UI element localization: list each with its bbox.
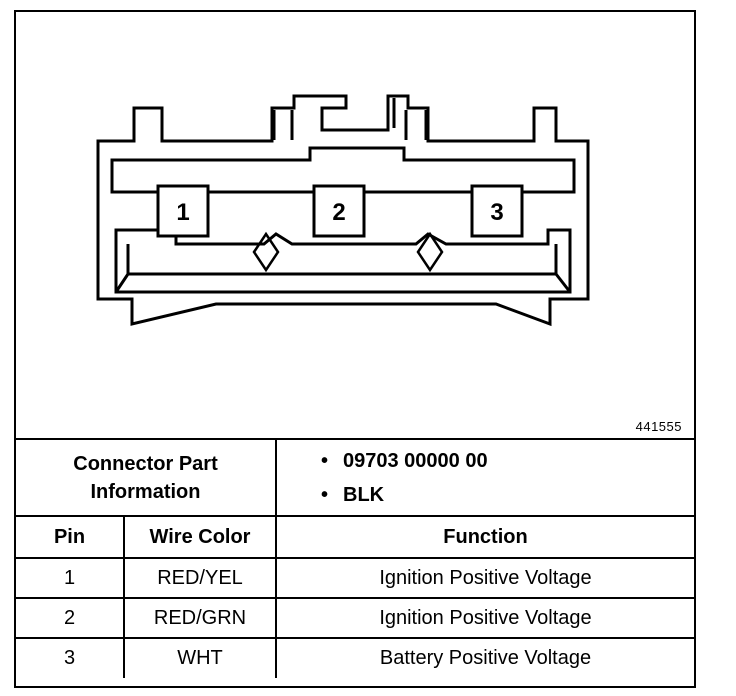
part-info-label-line2: Information — [90, 480, 201, 503]
row-2-pin: 2 — [16, 597, 125, 639]
pin-2-box — [312, 184, 366, 238]
connector-body-outline — [96, 94, 590, 327]
connector-info-table: Connector Part Information •09703 00000 … — [16, 440, 694, 678]
pin-separator-right — [416, 231, 444, 273]
table-row: 3 WHT Battery Positive Voltage — [16, 637, 694, 678]
part-color: •BLK — [321, 483, 385, 506]
row-1-pin: 1 — [16, 557, 125, 599]
connector-shelf — [110, 146, 576, 194]
pin-separator-left — [252, 231, 280, 273]
row-3-wire-color: WHT — [123, 637, 277, 678]
row-1-function: Ignition Positive Voltage — [275, 557, 694, 599]
pin-3-box — [470, 184, 524, 238]
figure-id: 441555 — [635, 419, 682, 434]
pin-2-label: 2 — [332, 199, 345, 226]
pin-3-label: 3 — [490, 199, 503, 226]
pin-1-label: 1 — [176, 199, 189, 226]
table-row: 2 RED/GRN Ignition Positive Voltage — [16, 597, 694, 639]
row-1-wire-color: RED/YEL — [123, 557, 277, 599]
connector-face-illustration: 1 2 3 — [96, 94, 590, 327]
pin-1-box — [156, 184, 210, 238]
row-2-function: Ignition Positive Voltage — [275, 597, 694, 639]
header-pin: Pin — [16, 515, 125, 559]
connector-cavity-channel — [114, 228, 572, 294]
header-wire-color: Wire Color — [123, 515, 277, 559]
row-3-pin: 3 — [16, 637, 125, 678]
part-info-label-line1: Connector Part — [73, 452, 218, 475]
header-function: Function — [275, 515, 694, 559]
diagram-frame: 1 2 3 441555 Connector Part Information … — [14, 10, 696, 688]
part-info-label: Connector Part Information — [16, 440, 277, 517]
connector-diagram-area: 1 2 3 441555 — [16, 12, 694, 440]
part-info-row: Connector Part Information •09703 00000 … — [16, 440, 694, 517]
row-3-function: Battery Positive Voltage — [275, 637, 694, 678]
part-info-values: •09703 00000 00 •BLK — [275, 440, 694, 517]
row-2-wire-color: RED/GRN — [123, 597, 277, 639]
part-number: •09703 00000 00 — [321, 449, 488, 472]
table-header-row: Pin Wire Color Function — [16, 515, 694, 559]
table-row: 1 RED/YEL Ignition Positive Voltage — [16, 557, 694, 599]
